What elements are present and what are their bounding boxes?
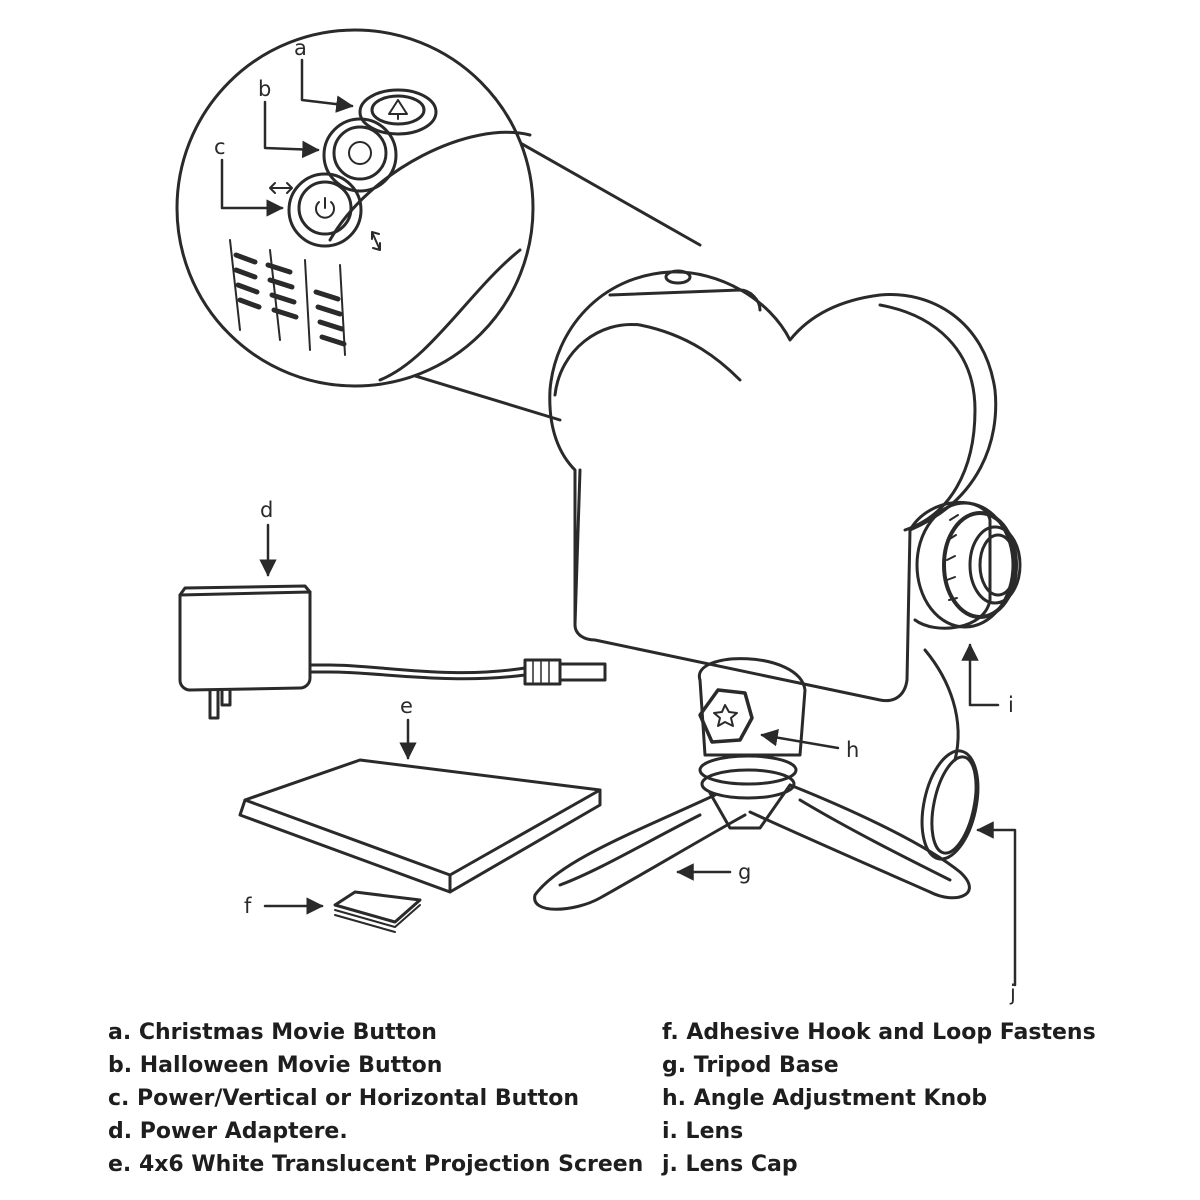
callout-h: h — [846, 738, 859, 762]
power-icon — [315, 197, 335, 219]
callout-e: e — [400, 694, 413, 718]
legend-right: f. Adhesive Hook and Loop Fastens g. Tri… — [662, 1016, 1096, 1181]
legend-left: a. Christmas Movie Button b. Halloween M… — [108, 1016, 643, 1181]
legend-item: f. Adhesive Hook and Loop Fastens — [662, 1020, 1096, 1045]
legend-item: a. Christmas Movie Button — [108, 1020, 437, 1045]
callout-c: c — [214, 135, 226, 159]
projector-body — [548, 269, 998, 703]
legend-item: h. Angle Adjustment Knob — [662, 1086, 988, 1111]
callout-j: j — [1009, 981, 1016, 1005]
rotate-arrows-icon — [371, 231, 381, 251]
callout-a: a — [294, 36, 307, 60]
legend-item: c. Power/Vertical or Horizontal Button — [108, 1086, 580, 1111]
legend-item: g. Tripod Base — [662, 1053, 839, 1078]
projection-screen — [238, 758, 602, 894]
power-adapter — [178, 584, 607, 720]
callout-g: g — [738, 860, 751, 884]
angle-adjustment-knob — [698, 657, 807, 757]
christmas-tree-icon — [388, 99, 408, 120]
pumpkin-icon — [348, 141, 372, 165]
halloween-movie-button — [322, 117, 398, 193]
lens-cap — [920, 648, 980, 861]
callout-leaders — [220, 58, 1017, 987]
christmas-movie-button — [358, 88, 438, 136]
star-icon — [713, 704, 738, 727]
rotate-arrows-icon — [269, 182, 293, 194]
adhesive-fasteners — [333, 890, 422, 933]
callout-b: b — [258, 77, 271, 101]
callout-f: f — [244, 894, 252, 918]
legend-item: d. Power Adaptere. — [108, 1119, 348, 1144]
tripod-base — [533, 754, 971, 911]
lens — [908, 500, 1022, 630]
legend-item: j. Lens Cap — [662, 1152, 798, 1177]
legend-item: e. 4x6 White Translucent Projection Scre… — [108, 1152, 644, 1177]
callout-i: i — [1008, 693, 1014, 717]
vent-slots — [233, 252, 347, 347]
callout-d: d — [260, 498, 273, 522]
legend-item: b. Halloween Movie Button — [108, 1053, 443, 1078]
legend-item: i. Lens — [662, 1119, 744, 1144]
power-button — [287, 172, 363, 248]
